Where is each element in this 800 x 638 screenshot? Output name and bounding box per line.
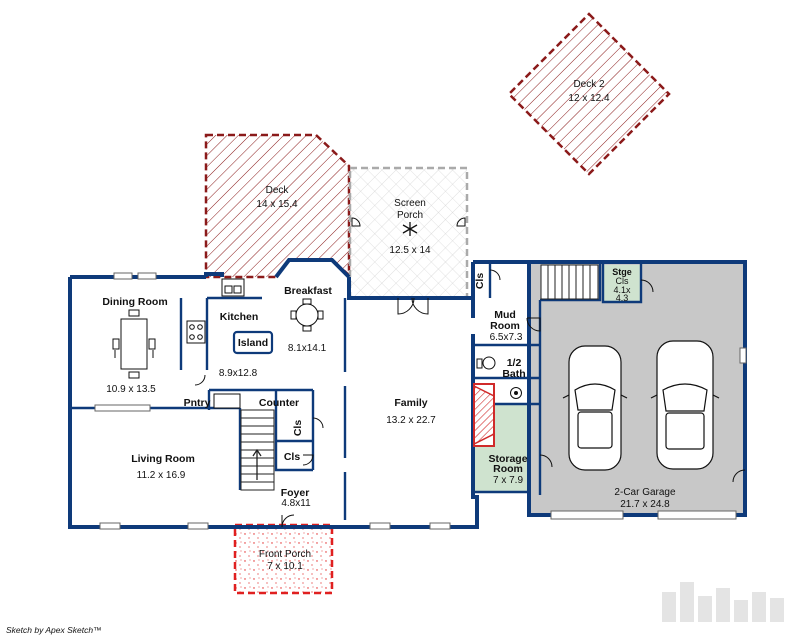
garage-stairs [540, 264, 599, 300]
dining-room-dims: 10.9 x 13.5 [106, 384, 156, 395]
interior-walls [70, 262, 643, 520]
storage-room-label-2: Room [493, 463, 523, 475]
pantry-label: Pntry [184, 397, 211, 409]
breakfast-dims: 8.1x14.1 [288, 343, 327, 354]
half-bath-label-1: 1/2 [507, 357, 522, 369]
front-porch: Front Porch 7 x 10.1 [233, 523, 334, 595]
breakfast-label: Breakfast [284, 285, 332, 297]
ceiling-fan-icon [402, 222, 418, 236]
foyer-dims: 4.8x11 [281, 498, 311, 509]
openings [262, 295, 477, 472]
screen-porch-label-2: Porch [397, 210, 423, 221]
front-porch-dims: 7 x 10.1 [267, 561, 303, 572]
deck-2-label: Deck 2 [573, 79, 605, 90]
screen-porch: Screen Porch 12.5 x 14 [348, 166, 469, 300]
deck-2: Deck 2 12 x 12.4 [507, 12, 671, 176]
foyer-closet-label: Cls [284, 451, 301, 463]
stge-fill [603, 265, 641, 302]
deck-label: Deck [266, 185, 290, 196]
mud-room-label-1: Mud [494, 309, 516, 321]
credit-text: Sketch by Apex Sketch™ [6, 625, 102, 635]
door-swing-icon [456, 217, 466, 227]
fireplace-icon [473, 383, 495, 447]
garage-label: 2-Car Garage [614, 487, 676, 498]
doors [194, 269, 746, 528]
stge-cls-label-1: Stge [612, 267, 632, 277]
stge-cls-label-2: Cls [616, 276, 629, 286]
breakfast-table-icon [290, 298, 324, 332]
kitchen-label: Kitchen [220, 311, 259, 323]
dining-room-label: Dining Room [102, 296, 167, 308]
storage-room-label-1: Storage [488, 453, 527, 465]
stge-cls-dims-1: 4.1x [613, 285, 631, 295]
stair-closet-label: Cls [292, 420, 304, 437]
living-room-dims: 11.2 x 16.9 [137, 470, 186, 481]
screen-porch-dims: 12.5 x 14 [389, 245, 431, 256]
family-room-label: Family [394, 397, 427, 409]
car-icon [650, 340, 720, 470]
mud-room-dims: 6.5x7.3 [490, 332, 523, 343]
family-room-dims: 13.2 x 22.7 [386, 415, 436, 426]
screen-porch-label-1: Screen [394, 198, 426, 209]
foyer-label: Foyer [281, 487, 310, 499]
dining-table-icon [112, 309, 156, 379]
toilet-icon [476, 356, 496, 370]
windows [94, 272, 747, 530]
front-porch-label: Front Porch [259, 549, 311, 560]
storage-room-dims: 7 x 7.9 [493, 475, 523, 486]
half-bath-label-2: Bath [502, 368, 525, 380]
deck-dims: 14 x 15.4 [256, 199, 298, 210]
counter-label: Counter [259, 397, 299, 409]
car-icon [562, 345, 628, 471]
living-room-label: Living Room [131, 453, 195, 465]
stove-icon [186, 320, 206, 344]
island: Island [232, 330, 274, 355]
deck: Deck 14 x 15.4 [204, 133, 351, 279]
mud-room-label-2: Room [490, 320, 520, 332]
refrigerator-icon [213, 393, 241, 409]
sink-icon [221, 278, 245, 297]
island-label: Island [238, 337, 268, 349]
watermark-logo [662, 582, 784, 622]
closet-label: Cls [474, 273, 486, 290]
deck-2-dims: 12 x 12.4 [568, 93, 610, 104]
door-swing-icon [351, 217, 361, 227]
garage-dims: 21.7 x 24.8 [620, 499, 670, 510]
kitchen-dims: 8.9x12.8 [219, 368, 258, 379]
stairs [240, 409, 275, 491]
bath-sink-icon [510, 387, 522, 399]
stge-cls-dims-2: 4.3 [616, 293, 629, 303]
